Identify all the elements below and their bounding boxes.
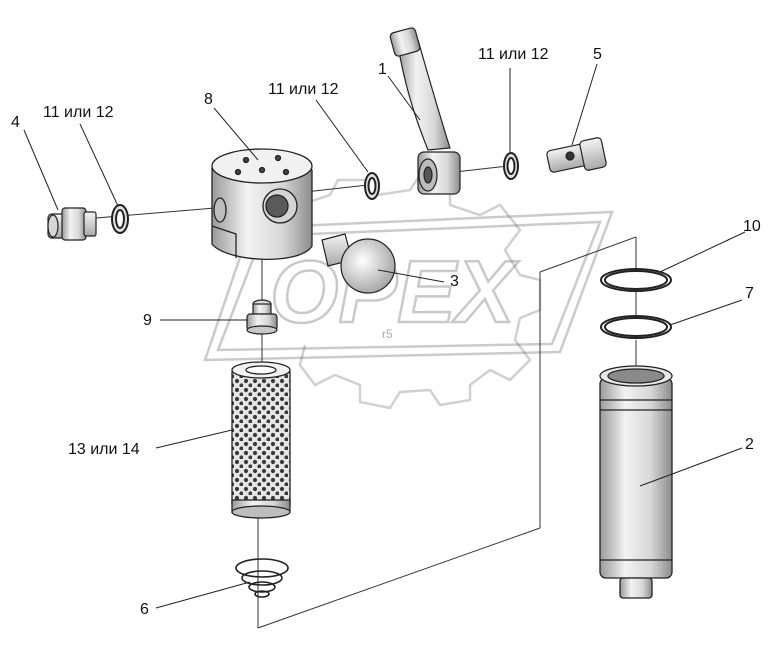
callout-label-11-left: 11 или 12 [43,104,114,121]
part-4-fitting [47,207,97,241]
part-10-o-ring [600,268,672,292]
part-2-filter-housing [599,365,673,599]
callout-label-6: 6 [140,601,149,618]
callout-label-11-top-right: 11 или 12 [478,46,549,63]
watermark-frame [203,210,614,362]
callout-label-7: 7 [745,285,754,302]
part-7-o-ring [600,315,672,339]
part-9-nipple [246,299,278,335]
washer-11-middle [364,172,380,200]
part-5-banjo-bolt [546,137,607,173]
assembly-axis-lines [95,165,637,629]
part-1-pipe-banjo [389,27,461,195]
callout-label-9: 9 [143,312,152,329]
callout-label-13: 13 или 14 [68,441,140,458]
watermark-small-text: r5 [382,327,393,341]
watermark-brand: OPEX [270,242,520,341]
callout-label-5: 5 [593,46,602,63]
callout-label-11-top-middle: 11 или 12 [268,81,339,98]
callout-label-4: 4 [11,114,20,131]
callout-label-3: 3 [450,273,459,290]
part-3-valve [321,233,396,294]
callout-label-1: 1 [378,61,387,78]
callout-leaders [23,63,746,609]
callout-label-8: 8 [204,91,213,108]
part-6-spring [235,558,289,598]
washer-11-left [111,204,129,234]
callout-label-10: 10 [743,218,761,235]
watermark-gear-icon [298,173,542,410]
part-8-filter-head [211,148,313,260]
part-13-filter-element [231,361,291,519]
washer-11-right [503,152,519,180]
callout-label-2: 2 [745,436,754,453]
